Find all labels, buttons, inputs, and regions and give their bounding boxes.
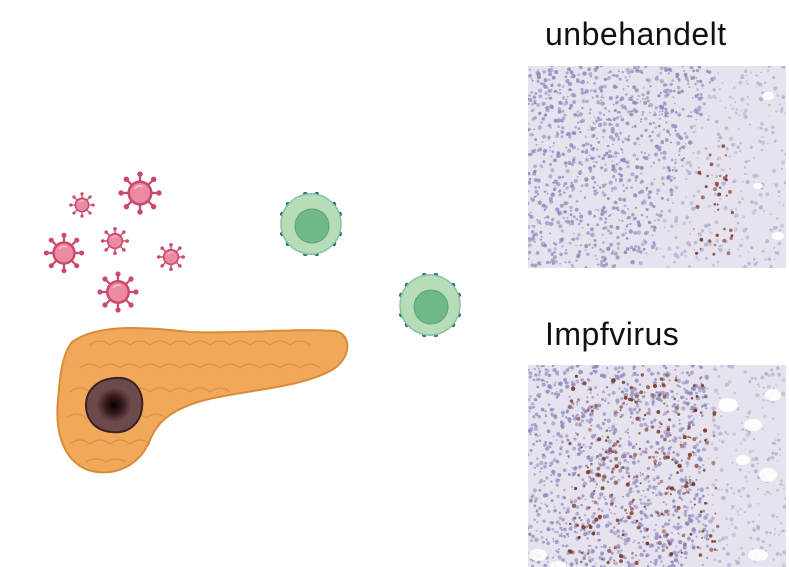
- panel-label-untreated: unbehandelt: [545, 16, 727, 52]
- virus-icon: [156, 242, 186, 272]
- virus-icon: [42, 231, 86, 275]
- virus-icon: [117, 170, 163, 216]
- illustration: [42, 170, 520, 474]
- micrograph-image: [528, 365, 786, 567]
- virus-icon: [68, 191, 96, 219]
- t-cell-icon: [398, 273, 461, 337]
- tumor-icon: [84, 376, 144, 434]
- micrograph-image: [528, 66, 786, 268]
- virus-icon: [100, 226, 130, 256]
- t-cell-icon: [279, 192, 342, 256]
- virus-cluster: [42, 170, 186, 314]
- pancreas-icon: [56, 326, 349, 474]
- panel-label-vaccine-virus: Impfvirus: [545, 316, 680, 352]
- virus-icon: [96, 270, 140, 314]
